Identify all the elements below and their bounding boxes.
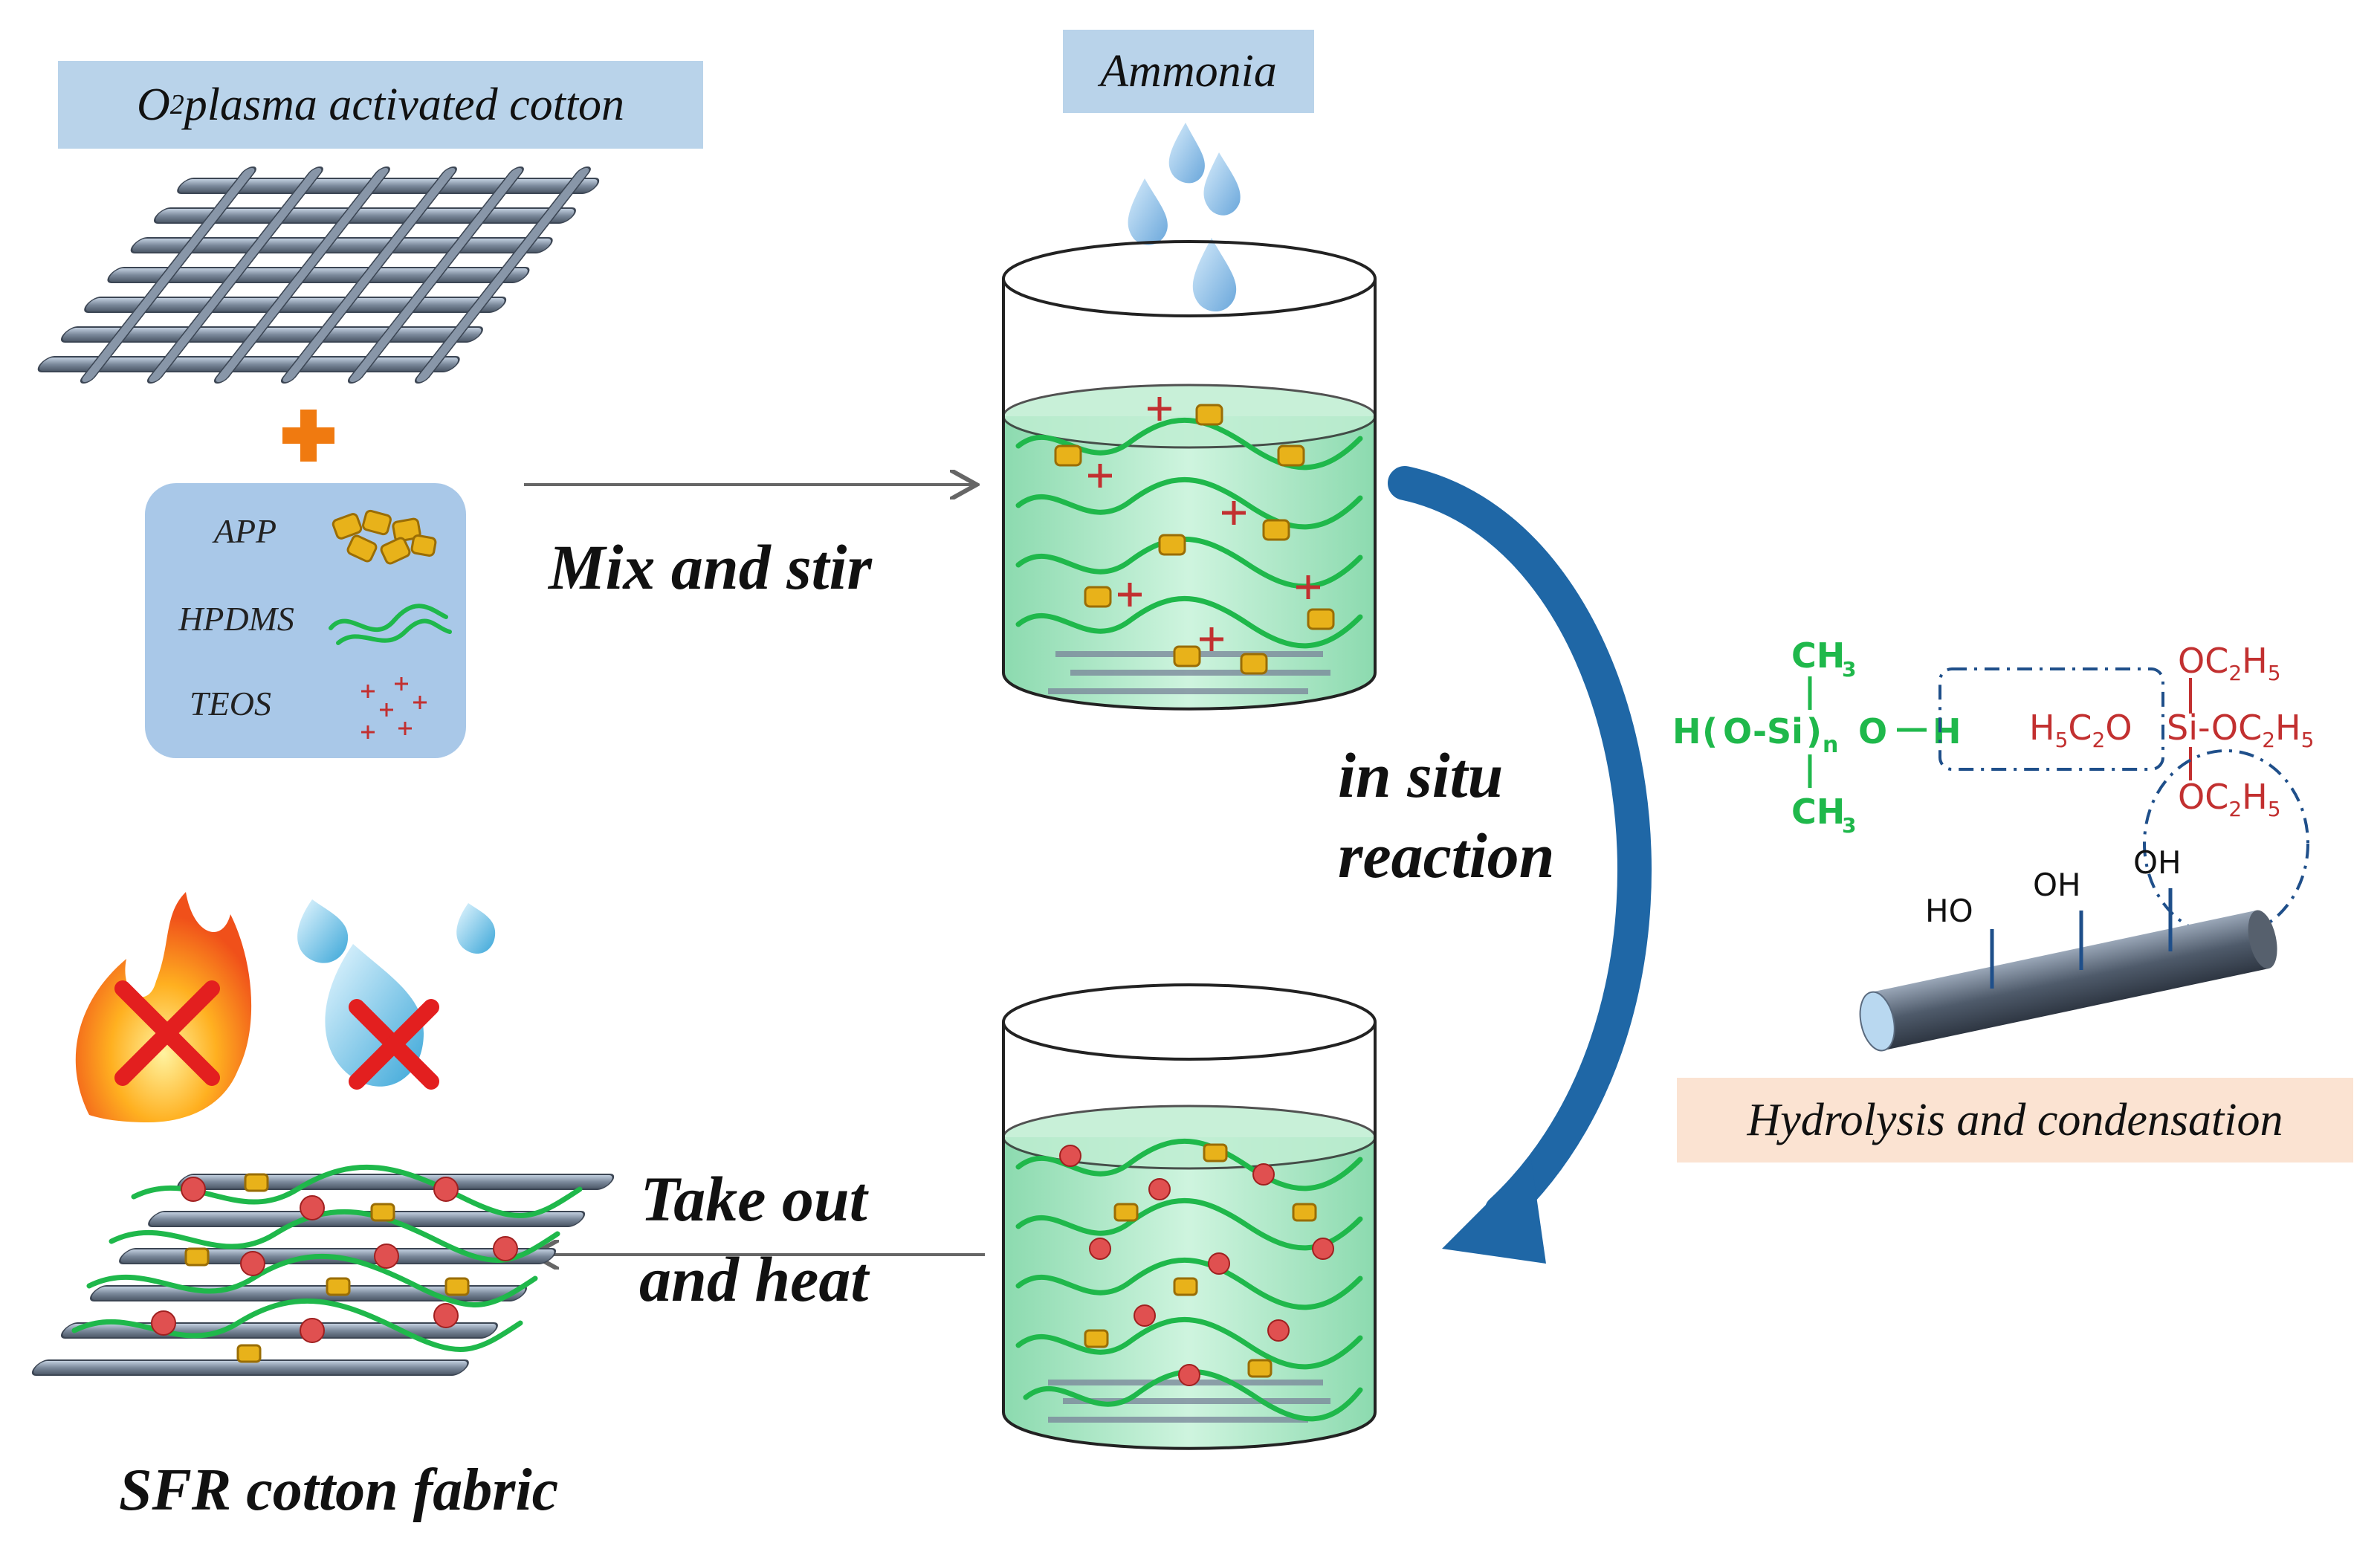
insitu-line1: in situ [1338,740,1504,811]
hpdms-ch3-bottom-sub: 3 [1842,813,1856,838]
sfr-cotton-fabric [31,1164,615,1376]
teos-oc2h5-top: OC2H5 [2178,641,2281,685]
teos-si-oc2h5: Si-OC2H5 [2167,708,2314,752]
water-repellent-icon [297,899,496,1090]
ammonia-label: Ammonia [1063,30,1314,113]
legend-teos-label: TEOS [190,685,271,722]
teos-oc2h5-bottom: OC2H5 [2178,777,2281,821]
hydrolysis-label: Hydrolysis and condensation [1677,1078,2353,1162]
reaction-beaker [1002,240,1377,711]
app-particles-icon [332,509,437,565]
hpdms-h-right: H [1933,711,1962,751]
ammonia-drops-icon [1128,123,1241,312]
plasma-cotton-rest: plasma activated cotton [184,79,625,130]
hpdms-ch3-top: CH [1791,636,1845,676]
hpdms-n: n [1823,732,1838,758]
product-beaker [1002,983,1377,1450]
cellulose-fiber: HO OH OH [1859,844,2277,1052]
fiber-group-1: HO [1925,893,1973,929]
hpdms-o: O [1858,711,1887,751]
hpdms-h-left: H [1672,711,1701,751]
teos-structure: OC2H5 H5C2O Si-OC2H5 OC2H5 [2029,641,2314,821]
insitu-step-label: in situ reaction [1338,736,1554,896]
activated-cotton-fabric [37,166,600,384]
mix-step-text: Mix and stir [549,531,872,603]
flame-retardant-icon [75,892,252,1122]
hpdms-chain-icon [329,604,452,645]
product-label: SFR cotton fabric [119,1453,558,1527]
plus-icon [282,410,334,462]
hpdms-structure: H ( O-Si ) n O H CH 3 CH 3 [1672,636,1962,838]
mix-step-label: Mix and stir [549,528,872,608]
hpdms-paren-close: ) [1806,711,1822,751]
insitu-line2: reaction [1338,819,1555,891]
teos-molecule-icon [361,677,427,739]
legend-hpdms-label: HPDMS [178,600,294,638]
hpdms-osi: O-Si [1723,711,1803,751]
fiber-group-2: OH [2033,867,2081,903]
hpdms-ch3-top-sub: 3 [1842,657,1856,682]
hpdms-paren-open: ( [1702,711,1718,751]
reagent-legend: APP HPDMS TEOS [145,483,466,758]
insitu-curved-arrow [1388,466,1652,1264]
legend-app-label: APP [212,512,277,550]
plasma-cotton-sub: 2 [169,89,184,120]
product-text: SFR cotton fabric [119,1458,559,1523]
teos-h5c2o: H5C2O [2029,708,2132,752]
takeout-line1: Take out [640,1163,867,1235]
hydrolysis-text: Hydrolysis and condensation [1747,1094,2283,1145]
plasma-cotton-o: O [136,79,170,130]
ammonia-text: Ammonia [1100,45,1277,97]
fiber-group-3: OH [2133,844,2182,881]
hpdms-ch3-bottom: CH [1791,792,1845,832]
